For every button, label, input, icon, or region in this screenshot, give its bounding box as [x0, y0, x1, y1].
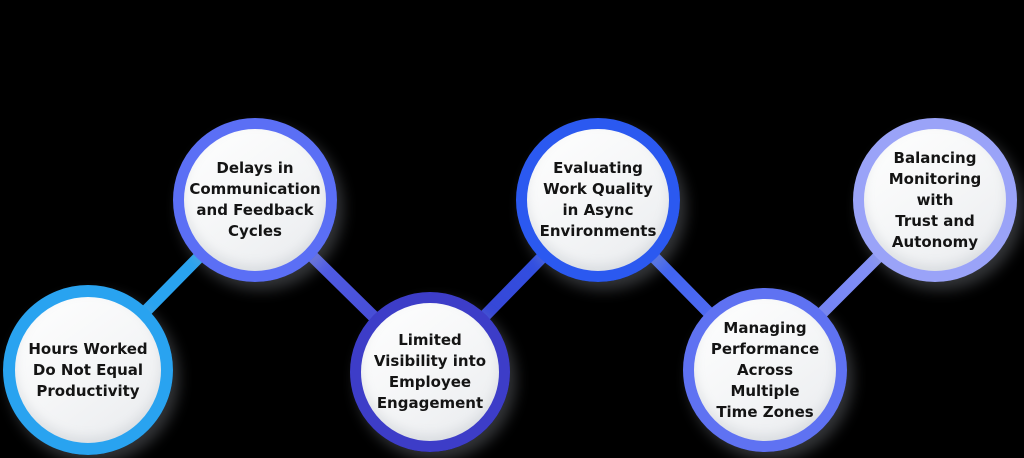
node-limited-visibility-label: Limited Visibility into Employee Engagem…: [373, 331, 487, 412]
node-evaluating-work-quality-label: Evaluating Work Quality in Async Environ…: [539, 159, 657, 240]
node-limited-visibility: Limited Visibility into Employee Engagem…: [350, 292, 510, 452]
node-delays-communication: Delays in Communication and Feedback Cyc…: [173, 118, 337, 282]
node-balancing-monitoring: Balancing Monitoring with Trust and Auto…: [853, 118, 1017, 282]
node-managing-performance-label: Managing Performance Across Multiple Tim…: [710, 318, 820, 421]
node-hours-worked: Hours Worked Do Not Equal Productivity: [3, 285, 173, 455]
node-evaluating-work-quality: Evaluating Work Quality in Async Environ…: [516, 118, 680, 282]
node-managing-performance: Managing Performance Across Multiple Tim…: [683, 288, 847, 452]
node-balancing-monitoring-label: Balancing Monitoring with Trust and Auto…: [888, 148, 982, 251]
node-hours-worked-label: Hours Worked Do Not Equal Productivity: [28, 339, 148, 400]
node-delays-communication-label: Delays in Communication and Feedback Cyc…: [189, 159, 321, 240]
